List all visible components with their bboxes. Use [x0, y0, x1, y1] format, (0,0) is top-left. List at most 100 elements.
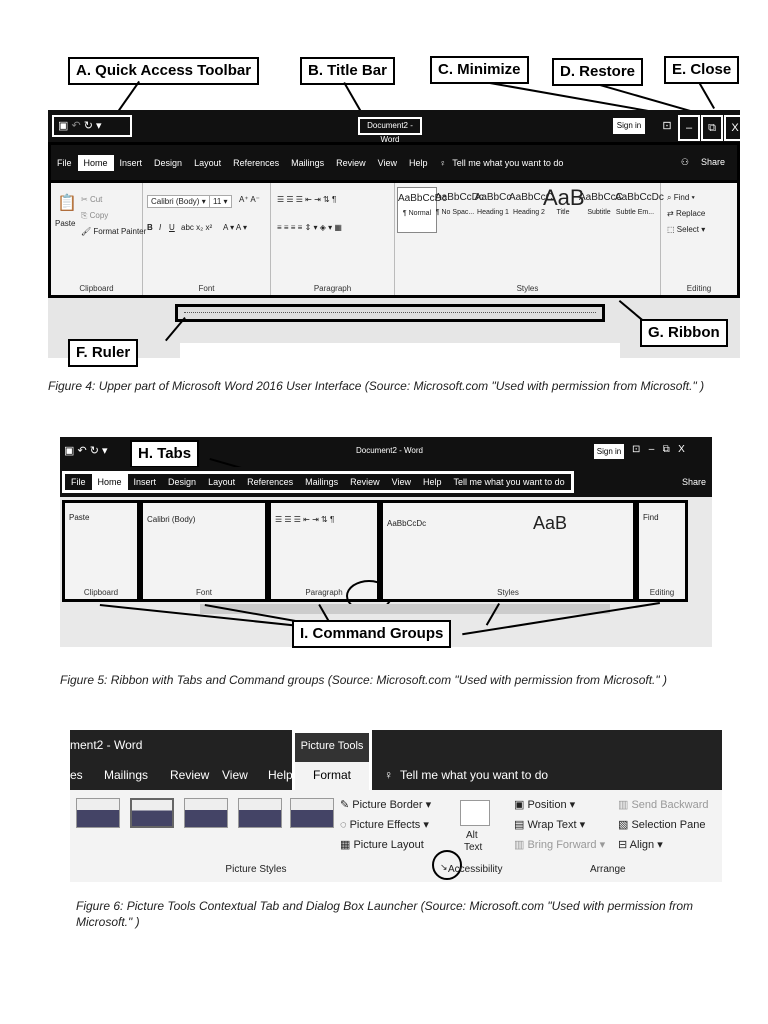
ruler[interactable]	[175, 304, 605, 322]
tab-help[interactable]: Help	[409, 157, 428, 168]
tab-view[interactable]: View	[377, 157, 398, 168]
tab-mailings[interactable]: Mailings	[104, 768, 149, 782]
select-button[interactable]: ⬚ Select ▾	[667, 225, 706, 234]
style-sample: AaB	[543, 185, 585, 210]
paste-icon[interactable]: 📋	[57, 195, 77, 212]
redo-icon[interactable]: ↻	[83, 120, 93, 132]
share-button[interactable]: ⚇Share	[669, 157, 737, 168]
quick-access-toolbar[interactable]: ▣ ↶ ↻ ▾	[64, 445, 108, 457]
tab-format[interactable]: Format	[292, 762, 372, 790]
picture-style-thumbnail[interactable]	[130, 798, 174, 828]
tab-file[interactable]: File	[57, 157, 72, 168]
font-color-icon[interactable]: A ▾ A ▾	[223, 223, 248, 232]
picture-style-thumbnail[interactable]	[184, 798, 228, 828]
picture-layout-button[interactable]: ▦ Picture Layout	[340, 839, 424, 851]
ribbon-display-options-icon[interactable]: ⊡	[662, 120, 672, 132]
clipboard-items[interactable]: Paste	[69, 513, 90, 522]
dialog-launcher-icon[interactable]: ↘	[440, 862, 448, 872]
tab-insert[interactable]: Insert	[133, 477, 157, 487]
find-button[interactable]: Find	[643, 513, 659, 522]
editing-group-label: Editing	[686, 284, 712, 293]
tab-view[interactable]: View	[391, 477, 412, 487]
tab-review[interactable]: Review	[350, 477, 380, 487]
bring-forward-button[interactable]: ▥ Bring Forward ▾	[514, 839, 606, 851]
picture-effects-button[interactable]: ◌ Picture Effects ▾	[340, 819, 429, 831]
tab-view[interactable]: View	[222, 768, 248, 782]
cut-button[interactable]: ✂ Cut	[81, 195, 103, 204]
tell-me-box[interactable]: Tell me what you want to do	[400, 768, 549, 782]
tab-design[interactable]: Design	[168, 477, 197, 487]
tab-references[interactable]: References	[247, 477, 294, 487]
align-icons[interactable]: ≡ ≡ ≡ ≡ ⇕ ▾ ◈ ▾ ▦	[277, 223, 342, 232]
ruler[interactable]	[200, 604, 610, 614]
sign-in-button[interactable]: Sign in	[613, 118, 645, 134]
tab-help[interactable]: Help	[423, 477, 442, 487]
cut-label: Cut	[89, 195, 103, 204]
tab-home[interactable]: Home	[91, 474, 128, 490]
alt-text-icon[interactable]	[460, 800, 490, 826]
picture-style-thumbnail[interactable]	[290, 798, 334, 828]
tab-layout[interactable]: Layout	[208, 477, 236, 487]
share-button[interactable]: Share	[681, 477, 706, 487]
picture-style-thumbnail[interactable]	[76, 798, 120, 828]
quick-access-toolbar[interactable]: ▣ ↶ ↻ ▾	[52, 115, 132, 137]
selection-pane-button[interactable]: ▧ Selection Pane	[618, 819, 706, 831]
tab-file[interactable]: File	[71, 477, 86, 487]
align-button[interactable]: ⊟ Align ▾	[618, 839, 663, 851]
window-controls[interactable]: ⊡ – ⧉ X	[632, 444, 685, 455]
replace-label: Replace	[675, 209, 706, 218]
tab-mailings[interactable]: Mailings	[305, 477, 339, 487]
grow-font-icon[interactable]: A⁺ A⁻	[239, 195, 260, 204]
alt-text-button-line-2[interactable]: Text	[464, 842, 483, 853]
bullets-icon[interactable]: ☰ ☰ ☰ ⇤ ⇥ ⇅ ¶	[277, 195, 337, 204]
style-no-spacing[interactable]: AaBbCcDc¶ No Spac...	[435, 187, 484, 233]
paste-button[interactable]: Paste	[55, 219, 76, 228]
tab-review[interactable]: Review	[336, 157, 366, 168]
tab-layout[interactable]: Layout	[194, 157, 222, 168]
font-size-select[interactable]: 11 ▾	[209, 195, 232, 208]
sign-in-button[interactable]: Sign in	[594, 444, 624, 459]
tab-insert[interactable]: Insert	[119, 157, 143, 168]
ruler-ticks	[184, 312, 596, 316]
copy-button[interactable]: ⎘ Copy	[81, 211, 109, 220]
bullets-icon[interactable]: ☰ ☰ ☰ ⇤ ⇥ ⇅ ¶	[275, 515, 335, 524]
style-normal[interactable]: AaBbCcDc	[387, 519, 427, 528]
picture-style-thumbnail[interactable]	[238, 798, 282, 828]
customize-icon[interactable]: ▾	[96, 120, 102, 132]
tell-me-box[interactable]: Tell me what you want to do	[452, 157, 564, 168]
tab-review[interactable]: Review	[170, 768, 210, 782]
save-icon[interactable]: ▣	[58, 120, 69, 132]
restore-button[interactable]: ⧉	[701, 115, 723, 141]
alt-text-button[interactable]: Alt	[466, 830, 478, 841]
tab-mailings[interactable]: Mailings	[291, 157, 325, 168]
tab-home[interactable]: Home	[77, 154, 114, 171]
position-button[interactable]: ▣ Position ▾	[514, 799, 576, 811]
format-painter-button[interactable]: 🖌 Format Painter	[81, 227, 147, 236]
tell-me-box[interactable]: Tell me what you want to do	[453, 477, 565, 487]
minimize-button[interactable]: –	[678, 115, 700, 141]
find-button[interactable]: ⌕ Find ▾	[667, 193, 695, 202]
tab-help[interactable]: Help	[268, 768, 293, 782]
bold-icon[interactable]: B	[147, 223, 153, 232]
font-name-select[interactable]: Calibri (Body)	[147, 515, 196, 524]
picture-border-button[interactable]: ✎ Picture Border ▾	[340, 799, 432, 811]
font-name-select[interactable]: Calibri (Body) ▾	[147, 195, 210, 208]
tab-references[interactable]: es	[70, 768, 83, 782]
strikethrough-icon[interactable]: abc x₂ x²	[181, 223, 213, 232]
wrap-text-button[interactable]: ▤ Wrap Text ▾	[514, 819, 586, 831]
send-backward-button[interactable]: ▥ Send Backward	[618, 799, 709, 811]
style-title[interactable]: AaB	[533, 513, 568, 533]
style-normal[interactable]: AaBbCcDc¶ Normal	[397, 187, 447, 233]
close-button[interactable]: X	[724, 115, 746, 141]
italic-icon[interactable]: I	[159, 223, 162, 232]
replace-button[interactable]: ⇄ Replace	[667, 209, 706, 218]
tab-references[interactable]: References	[233, 157, 280, 168]
undo-icon[interactable]: ↶	[71, 120, 81, 132]
tab-design[interactable]: Design	[154, 157, 183, 168]
underline-icon[interactable]: U	[169, 223, 175, 232]
